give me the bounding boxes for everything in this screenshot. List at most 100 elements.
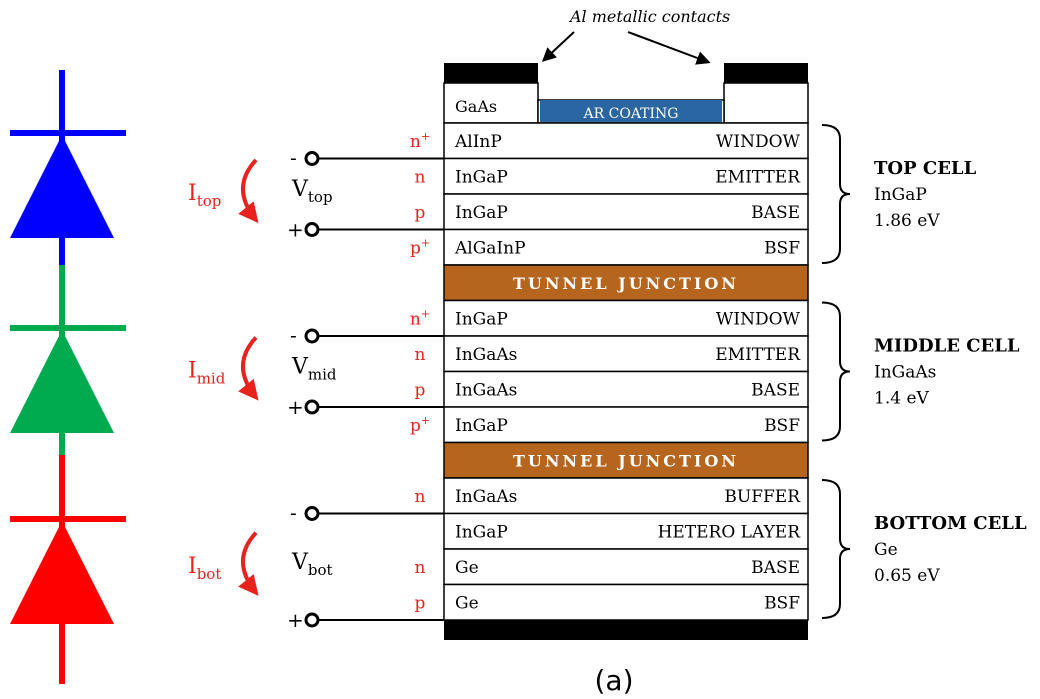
doping-level: + — [421, 130, 430, 143]
voltage-label: Vmid — [291, 355, 337, 384]
voltage-label: Vbot — [291, 550, 333, 579]
tunnel-junction-label: TUNNEL JUNCTION — [513, 274, 739, 293]
negative-terminal — [304, 151, 320, 166]
minus-sign: - — [290, 501, 297, 525]
layer-box — [443, 370, 809, 408]
contact-arrow-right — [627, 31, 711, 65]
layer-material: Ge — [455, 593, 479, 613]
layer-role: WINDOW — [716, 309, 801, 329]
current-symbol: I — [188, 359, 197, 384]
layer-box — [443, 477, 809, 515]
terminal-group: - + Vbot Ibot — [188, 501, 444, 632]
doping-type: n — [410, 309, 421, 329]
cell-title: TOP CELL — [874, 158, 977, 179]
diode-triangle — [10, 330, 114, 433]
diode-bottom — [10, 455, 126, 684]
doping-type: n — [415, 345, 426, 365]
current-arrow — [238, 531, 259, 596]
positive-terminal — [304, 612, 320, 628]
layer-doping: n — [415, 167, 426, 187]
plus-sign: + — [287, 218, 304, 242]
layer-role: BASE — [751, 380, 800, 400]
diode-top — [10, 70, 126, 296]
layer-doping: p — [415, 593, 426, 613]
doping-type: p — [415, 203, 426, 223]
current-subscript: bot — [197, 565, 222, 583]
layer-box — [443, 122, 809, 160]
doping-type: p — [415, 593, 426, 613]
layer-role: WINDOW — [716, 132, 801, 152]
doping-level: + — [421, 414, 430, 427]
current-subscript: mid — [197, 370, 226, 388]
voltage-subscript: top — [308, 188, 333, 206]
contacts-annotation: Al metallic contacts — [541, 7, 730, 65]
current-label: Ibot — [188, 554, 221, 583]
cell-material: Ge — [874, 540, 898, 560]
cell-brace — [821, 479, 851, 619]
tunnel-junction-label: TUNNEL JUNCTION — [513, 451, 739, 470]
metal-contact-left — [444, 63, 538, 83]
figure-caption: (a) — [594, 664, 633, 697]
doping-type: p — [410, 416, 421, 436]
cell-bandgap: 0.65 eV — [874, 566, 940, 586]
diode-middle — [10, 265, 126, 490]
ar-coating — [540, 100, 722, 122]
top-contact-region: GaAs AR COATING — [443, 63, 809, 124]
layer-box — [443, 548, 809, 586]
contacts-label: Al metallic contacts — [568, 7, 730, 26]
layer-box — [443, 512, 809, 550]
layer-doping: n+ — [410, 130, 430, 152]
diode-triangle — [10, 521, 114, 624]
current-symbol: I — [188, 181, 197, 206]
layer-material: InGaP — [455, 416, 508, 436]
plus-sign: + — [287, 608, 304, 632]
voltage-symbol: V — [291, 177, 309, 202]
layer-doping: n — [415, 345, 426, 365]
minus-sign: - — [290, 323, 297, 347]
layer-doping: p+ — [410, 414, 430, 436]
ar-coating-label: AR COATING — [583, 106, 679, 122]
voltage-label: Vtop — [291, 177, 333, 206]
current-arrow — [238, 336, 259, 401]
layer-role: BSF — [764, 238, 800, 258]
current-label: Imid — [188, 359, 226, 388]
layer-material: AlInP — [454, 132, 502, 152]
layer-role: BASE — [751, 558, 800, 578]
layer-role: BUFFER — [724, 487, 801, 507]
doping-type: n — [410, 132, 421, 152]
doping-level: + — [421, 307, 430, 320]
doping-type: n — [415, 167, 426, 187]
current-label: Itop — [188, 181, 221, 210]
layer-doping: n — [415, 487, 426, 507]
voltage-symbol: V — [291, 355, 309, 380]
layer-role: EMITTER — [715, 345, 801, 365]
cell-brace — [821, 124, 851, 264]
plus-sign: + — [287, 395, 304, 419]
contact-arrow-left — [541, 31, 575, 62]
layer-doping: p+ — [410, 236, 430, 258]
layer-material: Ge — [455, 558, 479, 578]
tunnel-junction-layer: TUNNEL JUNCTION — [443, 441, 809, 479]
equivalent-circuit-diodes — [10, 70, 126, 684]
doping-type: n — [415, 487, 426, 507]
voltage-subscript: bot — [308, 561, 333, 579]
layer-material: InGaP — [455, 309, 508, 329]
layer-material: InGaP — [455, 203, 508, 223]
semiconductor-layer: InGaP WINDOW n+ — [410, 299, 809, 337]
layer-box — [443, 228, 809, 266]
doping-type: p — [415, 380, 426, 400]
cell-material: InGaP — [874, 185, 927, 205]
layer-material: AlGaInP — [454, 238, 526, 258]
